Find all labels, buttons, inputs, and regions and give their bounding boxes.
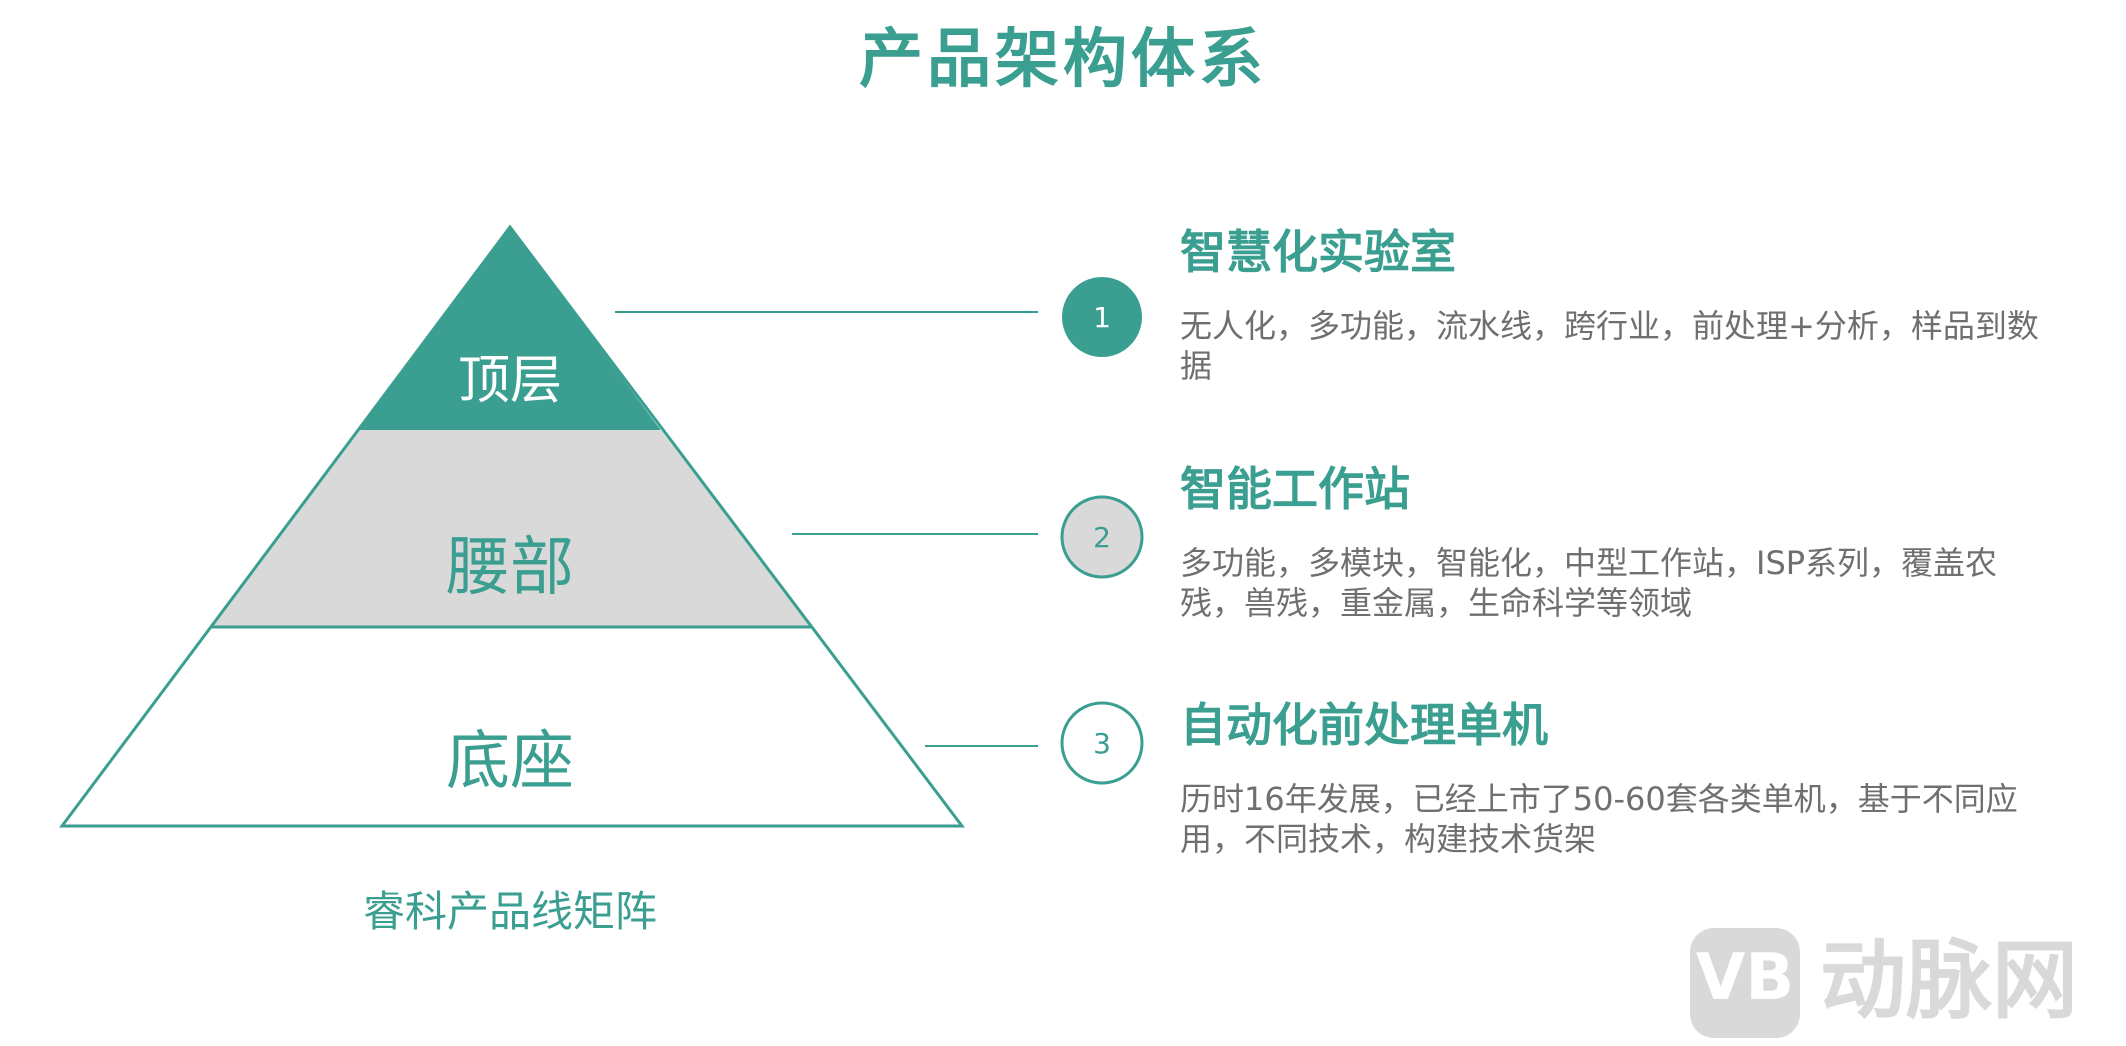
page-title: 产品架构体系 (859, 23, 1267, 97)
pyramid-caption: 睿科产品线矩阵 (362, 887, 657, 936)
section-smart-lab: 智慧化实验室 无人化，多功能，流水线，跨行业，前处理+分析，样品到数据 (1180, 225, 2060, 386)
pyramid-middle-tier (212, 429, 812, 627)
watermark-text: 动脉网 (1820, 931, 2078, 1031)
badge-number-1: 1 (1093, 301, 1111, 334)
pyramid-outline (59, 224, 966, 828)
section-automation-unit: 自动化前处理单机 历时16年发展，已经上市了50-60套各类单机，基于不同应用，… (1180, 698, 2060, 859)
section-smart-workstation: 智能工作站 多功能，多模块，智能化，中型工作站，ISP系列，覆盖农残，兽残，重金… (1180, 462, 2060, 623)
badge-1 (1062, 277, 1142, 357)
watermark-logo-text: VB (1695, 941, 1795, 1015)
badge-number-3: 3 (1093, 727, 1111, 760)
tier-label-middle: 腰部 (446, 531, 574, 605)
badge-2 (1060, 495, 1144, 579)
pyramid-top-tier (360, 227, 660, 429)
tier-label-top: 顶层 (457, 351, 562, 411)
watermark: VB 动脉网 (1690, 928, 2110, 1038)
section-description: 无人化，多功能，流水线，跨行业，前处理+分析，样品到数据 (1180, 307, 2039, 386)
watermark-logo-icon: VB (1690, 928, 1800, 1038)
section-title: 智能工作站 (1180, 462, 1410, 516)
section-title: 智慧化实验室 (1180, 225, 1456, 279)
badge-number-2: 2 (1093, 521, 1111, 554)
tier-label-base: 底座 (446, 725, 574, 799)
section-description: 多功能，多模块，智能化，中型工作站，ISP系列，覆盖农残，兽残，重金属，生命科学… (1180, 544, 1998, 623)
section-title: 自动化前处理单机 (1180, 698, 1548, 752)
badge-3 (1060, 701, 1144, 785)
section-description: 历时16年发展，已经上市了50-60套各类单机，基于不同应用，不同技术，构建技术… (1180, 780, 2018, 859)
